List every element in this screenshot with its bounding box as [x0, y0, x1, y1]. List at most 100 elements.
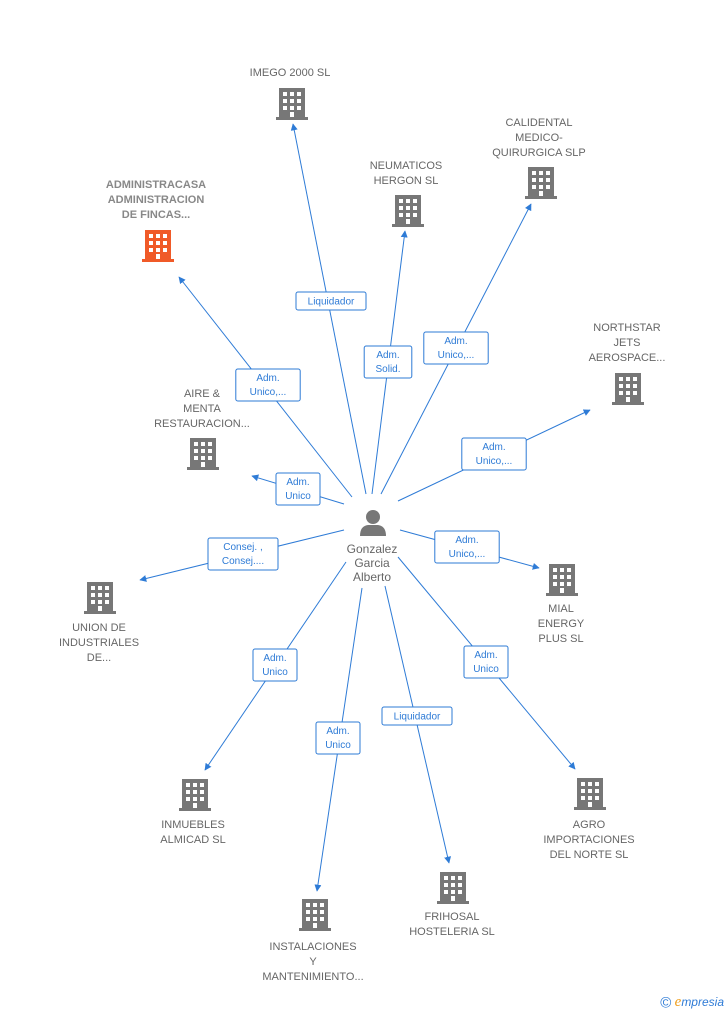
- relation-text: Adm.: [286, 477, 309, 488]
- relation-text: Unico,...: [476, 456, 513, 467]
- company-label-line: NORTHSTAR: [593, 322, 660, 334]
- company-label-line: DE...: [87, 652, 111, 664]
- company-label-line: IMPORTACIONES: [543, 834, 634, 846]
- building-icon: [276, 88, 308, 120]
- relation-box: [463, 645, 509, 679]
- company-label-line: MENTA: [183, 403, 221, 415]
- company-label-line: PLUS SL: [538, 633, 583, 645]
- company-label-line: QUIRURGICA SLP: [492, 147, 586, 159]
- company-node-aire[interactable]: AIRE & MENTA RESTAURACION...: [154, 388, 250, 470]
- company-node-imego[interactable]: IMEGO 2000 SL: [250, 67, 331, 120]
- building-icon: [392, 195, 424, 227]
- relation-text: Unico,...: [438, 350, 475, 361]
- relation-text: Liquidador: [308, 297, 355, 308]
- building-icon: [142, 230, 174, 262]
- relation-text: Adm.: [256, 373, 279, 384]
- relation-text: Adm.: [263, 653, 286, 664]
- relation-box: [423, 331, 489, 365]
- company-label-line: AEROSPACE...: [589, 352, 666, 364]
- company-node-union[interactable]: UNION DE INDUSTRIALES DE...: [59, 582, 139, 664]
- company-label-line: CALIDENTAL: [505, 117, 572, 129]
- company-label-line: ALMICAD SL: [160, 834, 225, 846]
- relation-label-inmuebles[interactable]: Adm.Unico: [252, 648, 298, 682]
- relation-box: [295, 291, 367, 311]
- relation-box: [275, 472, 321, 506]
- company-label-line: DEL NORTE SL: [550, 849, 629, 861]
- company-label-line: Y: [309, 956, 317, 968]
- building-icon: [299, 899, 331, 931]
- relation-text: Adm.: [326, 726, 349, 737]
- relation-text: Consej. ,: [223, 542, 262, 553]
- relation-label-agro[interactable]: Adm.Unico: [463, 645, 509, 679]
- company-label-line: ADMINISTRACASA: [106, 179, 206, 191]
- building-icon: [574, 778, 606, 810]
- copyright-icon: ©: [660, 994, 672, 1011]
- relation-text: Adm.: [482, 442, 505, 453]
- building-icon: [84, 582, 116, 614]
- relation-label-administracasa[interactable]: Adm. Unico,...: [235, 368, 301, 402]
- relation-box: [434, 530, 500, 564]
- relation-label-neumaticos[interactable]: Adm.Solid.: [363, 345, 413, 379]
- relation-box: [461, 437, 527, 471]
- company-node-agro[interactable]: AGRO IMPORTACIONES DEL NORTE SL: [543, 778, 635, 861]
- relation-text: Adm.: [474, 650, 497, 661]
- relation-text: Adm.: [444, 336, 467, 347]
- relation-text: Unico,...: [449, 549, 486, 560]
- company-label-line: HERGON SL: [374, 175, 439, 187]
- relation-label-imego[interactable]: Liquidador: [295, 291, 367, 311]
- person-icon: [360, 510, 386, 536]
- relation-label-northstar[interactable]: Adm. Unico,...: [461, 437, 527, 471]
- company-label-line: MANTENIMIENTO...: [262, 971, 363, 983]
- relation-box: [315, 721, 361, 755]
- footer-brand: © empresia: [660, 994, 724, 1011]
- company-label-line: JETS: [614, 337, 641, 349]
- company-node-instalaciones[interactable]: INSTALACIONES Y MANTENIMIENTO...: [262, 899, 364, 983]
- person-name-line: Garcia: [354, 556, 390, 570]
- building-icon: [179, 779, 211, 811]
- person-name-line: Alberto: [353, 570, 391, 584]
- company-label-line: DE FINCAS...: [122, 209, 190, 221]
- building-icon: [612, 373, 644, 405]
- relation-box: [207, 537, 279, 571]
- company-label-line: INSTALACIONES: [269, 941, 356, 953]
- company-label-line: INDUSTRIALES: [59, 637, 139, 649]
- relations-layer: LiquidadorAdm.Solid.Adm.Unico,...Adm.Uni…: [207, 291, 527, 755]
- company-label-line: HOSTELERIA SL: [409, 926, 495, 938]
- company-node-calidental[interactable]: CALIDENTAL MEDICO- QUIRURGICA SLP: [492, 117, 586, 199]
- relation-text: Solid.: [375, 364, 400, 375]
- relation-text: Unico: [325, 740, 351, 751]
- brand-name: mpresia: [681, 994, 724, 1009]
- relation-box: [381, 706, 453, 726]
- relation-label-instalaciones[interactable]: Adm. Unico: [315, 721, 361, 755]
- company-label-line: UNION DE: [72, 622, 126, 634]
- relation-label-frihosal[interactable]: Liquidador: [381, 706, 453, 726]
- company-label-line: ENERGY: [538, 618, 585, 630]
- relation-box: [252, 648, 298, 682]
- company-label-line: MEDICO-: [515, 132, 563, 144]
- company-label-line: MIAL: [548, 603, 574, 615]
- relation-label-aire[interactable]: Adm.Unico: [275, 472, 321, 506]
- company-label-line: RESTAURACION...: [154, 418, 250, 430]
- company-label-line: ADMINISTRACION: [108, 194, 205, 206]
- relation-label-union[interactable]: Consej. ,Consej....: [207, 537, 279, 571]
- company-node-administracasa[interactable]: ADMINISTRACASA ADMINISTRACION DE FINCAS...: [106, 179, 206, 262]
- relation-box: [235, 368, 301, 402]
- building-icon: [437, 872, 469, 904]
- relation-label-calidental[interactable]: Adm. Unico,...: [423, 331, 489, 365]
- building-icon: [546, 564, 578, 596]
- company-label-line: AGRO: [573, 819, 606, 831]
- relation-box: [363, 345, 413, 379]
- relation-label-mial[interactable]: Adm.Unico,...: [434, 530, 500, 564]
- company-node-northstar[interactable]: NORTHSTAR JETS AEROSPACE...: [589, 322, 666, 405]
- company-node-mial[interactable]: MIAL ENERGY PLUS SL: [538, 564, 585, 645]
- company-label-line: AIRE &: [184, 388, 221, 400]
- edges-layer: [139, 123, 591, 892]
- relation-text: Liquidador: [394, 712, 441, 723]
- brand-initial: e: [674, 993, 682, 1010]
- relation-text: Unico,...: [250, 387, 287, 398]
